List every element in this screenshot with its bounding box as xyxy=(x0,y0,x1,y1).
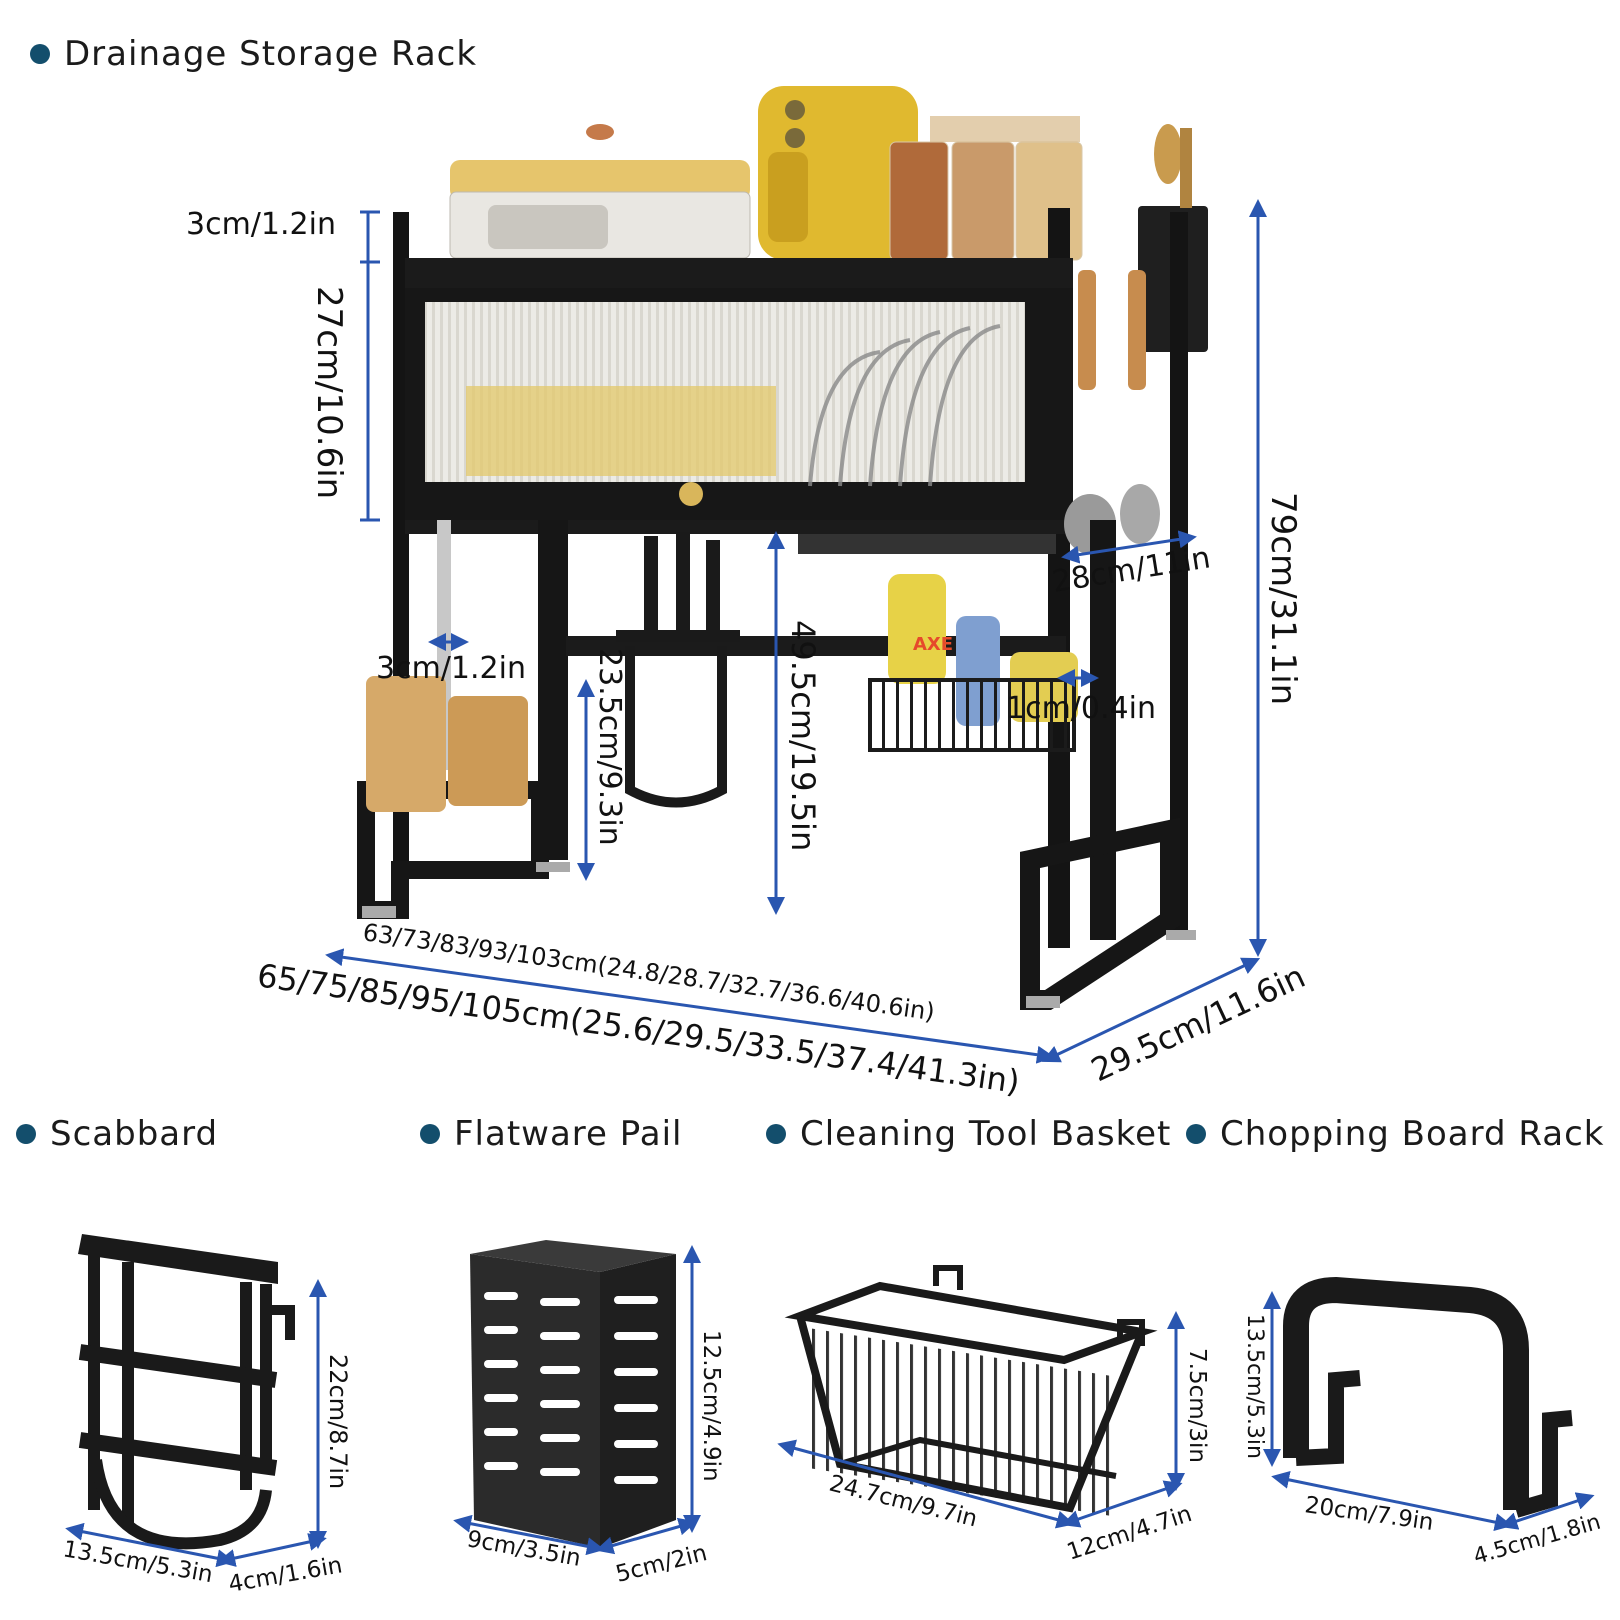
flatware-pail-height-label: 12.5cm/4.9in xyxy=(698,1330,724,1482)
bullet-icon xyxy=(420,1124,440,1144)
scabbard-illustration xyxy=(78,1234,295,1550)
cleaning-tool-basket-dimension-lines xyxy=(777,1311,1185,1529)
bullet-icon xyxy=(766,1124,786,1144)
cabinet-depth-label: 28cm/11in xyxy=(1050,540,1213,600)
scabbard-height-label: 23.5cm/9.3in xyxy=(592,648,627,846)
heading-label: Flatware Pail xyxy=(454,1114,683,1154)
depth-label: 29.5cm/11.6in xyxy=(1085,957,1311,1089)
bullet-icon xyxy=(1186,1124,1206,1144)
heading-scabbard: Scabbard xyxy=(16,1114,218,1154)
leg-width-label: 3cm/1.2in xyxy=(376,651,526,686)
air-fryer-illustration xyxy=(758,86,918,260)
flatware-pail-dimension-lines xyxy=(453,1245,701,1556)
rail-thickness-label: 1cm/0.4in xyxy=(1006,691,1156,726)
total-height-label: 79cm/31.1in xyxy=(1263,492,1303,705)
flatware-pail-depth-label: 5cm/2in xyxy=(613,1540,710,1588)
main-dimension-lines xyxy=(325,199,1267,1064)
chopping-board-rack-width-label: 20cm/7.9in xyxy=(1303,1492,1435,1536)
scabbard-dimension-lines xyxy=(65,1279,327,1568)
heading-chopping-board-rack: Chopping Board Rack xyxy=(1186,1114,1604,1154)
scabbard-on-rack-illustration xyxy=(616,532,740,808)
heading-drainage-storage-rack: Drainage Storage Rack xyxy=(30,34,477,74)
chopping-board-rack-height-label: 13.5cm/5.3in xyxy=(1242,1314,1267,1459)
cabinet-height-label: 27cm/10.6in xyxy=(309,286,349,499)
scabbard-depth-label: 4cm/1.6in xyxy=(227,1552,345,1598)
bullet-icon xyxy=(30,44,50,64)
chopping-board-rack-dimension-lines xyxy=(1263,1291,1595,1532)
chopping-board-rack-illustration xyxy=(1283,1276,1573,1518)
scabbard-height-label: 22cm/8.7in xyxy=(324,1354,352,1489)
cleaning-tool-basket-height-label: 7.5cm/3in xyxy=(1184,1348,1210,1463)
heading-label: Drainage Storage Rack xyxy=(64,34,478,74)
heading-label: Scabbard xyxy=(50,1114,219,1154)
bullet-icon xyxy=(16,1124,36,1144)
door-knob-icon xyxy=(679,482,703,506)
drainage-storage-rack-illustration: AXE xyxy=(357,86,1208,1010)
heading-label: Chopping Board Rack xyxy=(1220,1114,1605,1154)
brand-label: AXE xyxy=(913,634,953,655)
top-rail-label: 3cm/1.2in xyxy=(186,207,336,242)
electric-hotpot-illustration xyxy=(449,124,751,259)
flatware-pail-illustration xyxy=(470,1240,676,1548)
chopping-board-rack-depth-label: 4.5cm/1.8in xyxy=(1471,1510,1604,1570)
heading-flatware-pail: Flatware Pail xyxy=(420,1114,682,1154)
under-clearance-label: 49.5cm/19.5in xyxy=(784,620,822,851)
heading-label: Cleaning Tool Basket xyxy=(800,1114,1172,1154)
heading-cleaning-tool-basket: Cleaning Tool Basket xyxy=(766,1114,1171,1154)
